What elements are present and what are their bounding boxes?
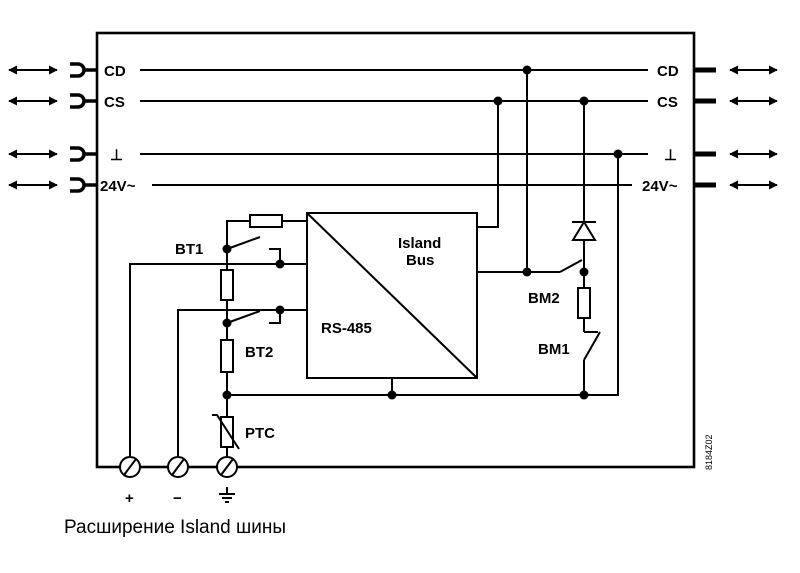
junction-bm2-right — [579, 267, 589, 277]
diagram-caption: Расширение Island шины — [64, 517, 286, 538]
left-bus-arrows — [8, 65, 58, 190]
rs485-label: RS-485 — [321, 320, 372, 337]
bm1-label: BM1 — [538, 341, 570, 358]
screw-terminal-ground — [216, 456, 238, 478]
junction-ptc-ground — [222, 390, 232, 400]
left-socket-connectors — [70, 62, 97, 193]
cs-label-left: CS — [104, 94, 125, 111]
bt2-label: BT2 — [245, 344, 273, 361]
ground-rail-wires — [227, 154, 619, 396]
junction-cs-module — [493, 96, 503, 106]
terminal-plus-label: + — [125, 490, 134, 507]
bt1-label: BT1 — [175, 241, 203, 258]
diode-icon — [571, 220, 597, 241]
ground-label-right: ⊥ — [664, 147, 677, 164]
island-bus-module — [306, 212, 478, 379]
sensor-chain-wires — [129, 220, 307, 456]
island-bus-label-line1: Island — [398, 235, 441, 252]
junction-bm2-left — [522, 267, 532, 277]
right-bus-arrows — [729, 65, 778, 190]
cd-label-left: CD — [104, 63, 126, 80]
junction-module-ground — [387, 390, 397, 400]
right-branch-wires — [583, 101, 598, 395]
bt2-resistor — [220, 339, 234, 373]
junction-cs-right — [579, 96, 589, 106]
junction-bt2-module — [275, 305, 285, 315]
junction-bt1-module — [275, 259, 285, 269]
junction-bt2 — [222, 318, 232, 328]
bus-wires — [140, 69, 648, 186]
junction-bm1-ground — [579, 390, 589, 400]
screw-terminal-plus — [119, 456, 141, 478]
bt1-resistor — [220, 269, 234, 301]
island-bus-label-line2: Bus — [406, 252, 434, 269]
ptc-label: PTC — [245, 425, 275, 442]
bt1-upper-resistor — [249, 214, 283, 228]
cd-label-right: CD — [657, 63, 679, 80]
junction-cd-module — [522, 65, 532, 75]
junction-ground-bus — [613, 149, 623, 159]
ground-label-left: ⊥ — [110, 147, 123, 164]
drawing-code: 8184Z02 — [704, 434, 714, 470]
device-enclosure — [95, 31, 696, 469]
bm2-label: BM2 — [528, 290, 560, 307]
screw-terminal-minus — [167, 456, 189, 478]
power-label-right: 24V~ — [642, 178, 678, 195]
cs-label-right: CS — [657, 94, 678, 111]
ground-symbol-icon — [219, 487, 235, 503]
ptc-thermistor-icon — [212, 414, 240, 450]
junction-bt1 — [222, 244, 232, 254]
power-label-left: 24V~ — [100, 178, 136, 195]
bm2-resistor — [577, 287, 591, 319]
right-plug-connectors — [694, 67, 716, 188]
bm1-switch — [583, 331, 601, 361]
terminal-minus-label: − — [173, 490, 182, 507]
